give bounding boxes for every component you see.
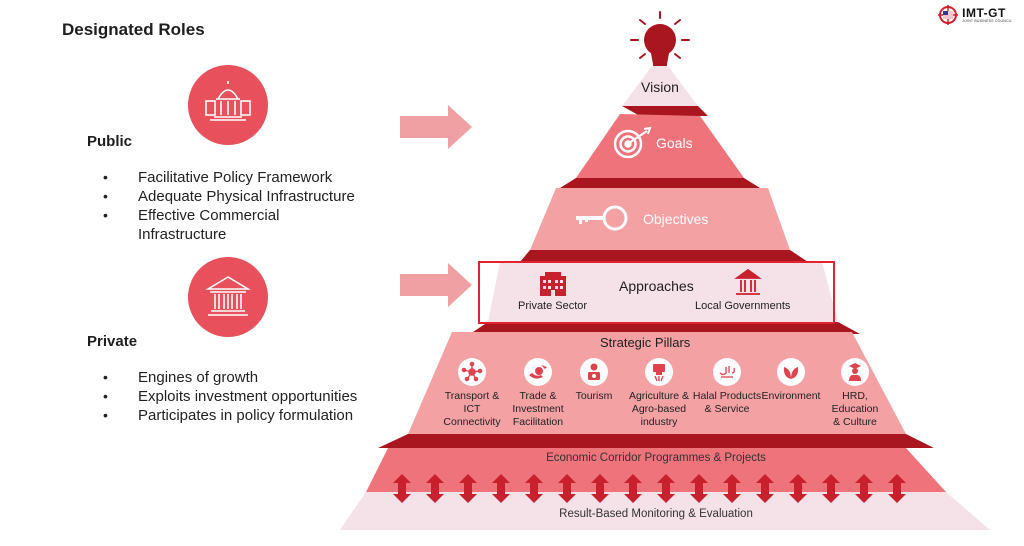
- private-heading: Private: [87, 333, 138, 350]
- key-icon: [576, 205, 628, 231]
- private-bullet: Exploits investment opportunities: [100, 387, 400, 406]
- halal-icon: [713, 358, 741, 386]
- public-bullet-list: Facilitative Policy Framework Adequate P…: [100, 168, 400, 244]
- public-bullet: Facilitative Policy Framework: [100, 168, 400, 187]
- goals-ribbon: [560, 178, 760, 188]
- arrow-to-goals-icon: [400, 105, 472, 149]
- public-role-icon: [188, 65, 268, 145]
- capitol-building-icon: [205, 81, 251, 121]
- strategic-pillar-label: ICT: [463, 403, 481, 415]
- double-arrow-icon: [558, 474, 576, 503]
- goals-label: Goals: [656, 135, 693, 151]
- lightbulb-icon: [630, 11, 690, 67]
- private-sector-label: Private Sector: [518, 300, 588, 312]
- double-arrow-icon: [822, 474, 840, 503]
- strategic-pillar-label: Investment: [512, 403, 564, 415]
- double-arrow-icon: [723, 474, 741, 503]
- vision-ribbon: [622, 106, 708, 116]
- pillars-ribbon: [378, 434, 934, 448]
- government-building-icon: [734, 268, 762, 295]
- office-building-icon: [540, 272, 566, 296]
- strategic-pillar-label: Halal Products: [692, 390, 762, 402]
- double-arrow-icon: [624, 474, 642, 503]
- network-icon: [458, 358, 486, 386]
- strategic-pillar-label: Agriculture &: [628, 390, 690, 402]
- double-arrow-icon: [789, 474, 807, 503]
- vision-label: Vision: [641, 79, 679, 95]
- strategic-pillar-label: & Service: [704, 403, 750, 415]
- private-bullet: Participates in policy formulation: [100, 406, 400, 425]
- monitoring-label: Result-Based Monitoring & Evaluation: [559, 508, 753, 520]
- strategic-pillar-label: Transport &: [444, 390, 500, 402]
- double-arrow-icon: [525, 474, 543, 503]
- strategic-pillar-item: HRD,Education& Culture: [818, 358, 892, 429]
- logo-subtitle: JOINT BUSINESS COUNCIL: [962, 18, 1012, 23]
- double-arrow-icon: [393, 474, 411, 503]
- double-arrow-icon: [426, 474, 444, 503]
- money-handshake-icon: [524, 358, 552, 386]
- approaches-label: Approaches: [619, 278, 694, 294]
- strategic-pillar-label: HRD,: [842, 390, 868, 402]
- vision-tier: [622, 66, 698, 106]
- public-heading: Public: [87, 133, 133, 150]
- bidirectional-arrows: [393, 474, 906, 503]
- programmes-label: Economic Corridor Programmes & Projects: [546, 452, 766, 464]
- strategic-pillar-label: Trade &: [519, 390, 557, 402]
- logo-name: IMT-GT: [962, 5, 1006, 20]
- arrow-to-approaches-icon: [400, 263, 472, 307]
- double-arrow-icon: [855, 474, 873, 503]
- double-arrow-icon: [690, 474, 708, 503]
- strategic-pillar-label: Environment: [761, 390, 821, 402]
- double-arrow-icon: [657, 474, 675, 503]
- bank-building-icon: [205, 276, 251, 316]
- local-governments-label: Local Governments: [695, 300, 791, 312]
- objectives-label: Objectives: [643, 211, 709, 227]
- objectives-tier: [530, 188, 790, 250]
- logo-emblem-icon: [938, 5, 959, 25]
- strategic-pillar-label: industry: [640, 416, 678, 428]
- goals-tier: [576, 114, 744, 178]
- strategic-pillar-label: Tourism: [575, 390, 613, 402]
- public-bullet: Adequate Physical Infrastructure: [100, 187, 400, 206]
- private-role-icon: [188, 257, 268, 337]
- approaches-ribbon: [470, 322, 860, 334]
- imt-gt-logo: IMT-GT JOINT BUSINESS COUNCIL: [936, 4, 1012, 26]
- strategic-pillar-label: Facilitation: [512, 416, 564, 428]
- double-arrow-icon: [756, 474, 774, 503]
- double-arrow-icon: [888, 474, 906, 503]
- approaches-frame: [478, 261, 835, 324]
- strategic-pillars-label: Strategic Pillars: [600, 335, 691, 350]
- graduate-icon: [841, 358, 869, 386]
- tourist-camera-icon: [580, 358, 608, 386]
- strategic-pillar-label: & Culture: [833, 416, 877, 428]
- leaf-icon: [777, 358, 805, 386]
- strategic-pillar-label: Education: [831, 403, 879, 415]
- strategic-pillar-item: Environment: [754, 358, 828, 403]
- private-bullet-list: Engines of growth Exploits investment op…: [100, 368, 400, 425]
- tractor-icon: [645, 358, 673, 386]
- objectives-ribbon: [520, 250, 808, 262]
- double-arrow-icon: [459, 474, 477, 503]
- double-arrow-icon: [492, 474, 510, 503]
- public-bullet: Effective Commercial Infrastructure: [100, 206, 348, 244]
- strategic-pillar-item: Halal Products& Service: [690, 358, 764, 416]
- target-icon: [613, 126, 652, 159]
- page-title: Designated Roles: [62, 20, 205, 39]
- strategic-pillar-label: Agro-based: [631, 403, 687, 415]
- strategic-pillar-label: Connectivity: [443, 416, 501, 428]
- double-arrow-icon: [591, 474, 609, 503]
- strategic-pillar-item: Tourism: [557, 358, 631, 403]
- private-bullet: Engines of growth: [100, 368, 400, 387]
